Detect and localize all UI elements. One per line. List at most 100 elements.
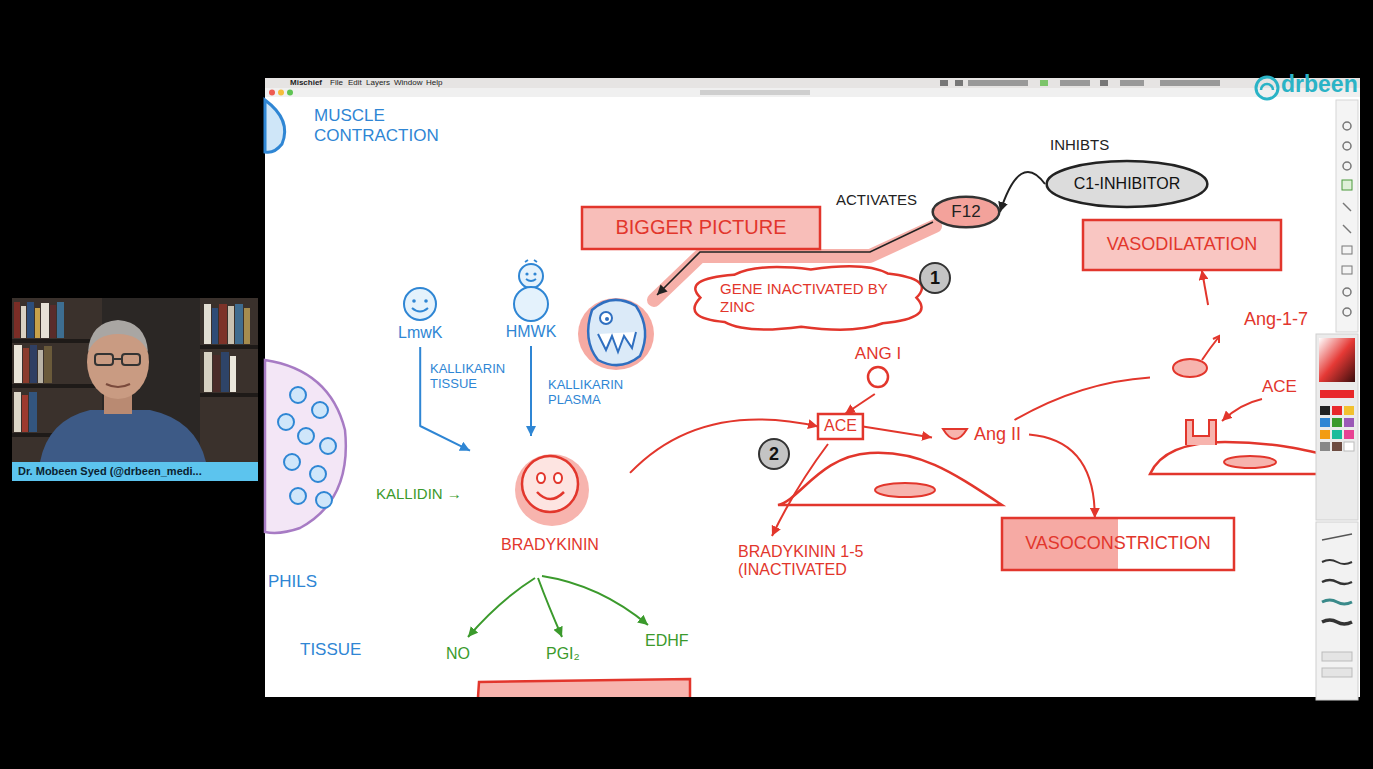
whiteboard-canvas: [265, 78, 1360, 697]
presenter-name-bar: Dr. Mobeen Syed (@drbeen_medi...: [12, 462, 258, 481]
callout-number: 1: [919, 262, 951, 294]
creature-teeth: [598, 332, 636, 352]
webcam-frame: [12, 298, 258, 462]
outline-part: [1002, 518, 1234, 570]
factor-oval: F12: [932, 196, 1000, 228]
color-swatch: [1344, 430, 1354, 439]
tool-icon: [1342, 246, 1352, 254]
color-swatch: [1332, 418, 1342, 427]
menu-bar: [265, 78, 1360, 88]
granule: [320, 438, 336, 454]
outline-part: [1002, 518, 1234, 570]
edge-label: KALLIKARIN PLASMA: [548, 378, 632, 408]
peptide-figure: Ang II: [932, 420, 1029, 449]
drbeen-logo-mark: [1256, 77, 1278, 99]
creature-eye: [600, 312, 612, 324]
tool-icon: [1343, 122, 1351, 130]
tool-icon: [1342, 266, 1352, 274]
bookshelf: [200, 298, 258, 462]
whiteboard-drawings: [265, 100, 1340, 697]
book: [29, 392, 37, 432]
arrow-label: ACTIVATES: [836, 191, 917, 208]
logo-ring: [1256, 77, 1278, 99]
outline-part: [818, 414, 863, 439]
enzyme-label: ACE: [1262, 377, 1297, 397]
creature-pupil: [605, 317, 609, 321]
webcam-feed: [12, 298, 258, 462]
tool-icon: [1343, 308, 1351, 316]
bradykinin-face-part: [537, 473, 545, 483]
bradykinin-face-part: [537, 492, 564, 499]
granule: [290, 387, 306, 403]
node-text: C1-INHIBITOR: [1074, 175, 1180, 194]
cell-nucleus: [875, 483, 935, 497]
kininogen-figure-part: [526, 279, 536, 281]
peptide-figure: ANG I: [846, 340, 910, 394]
connector-arrow: [630, 419, 818, 473]
book: [44, 346, 52, 383]
cut-off-label: PHILS: [268, 572, 317, 592]
kallikrein-creature: [578, 298, 654, 370]
product-arrow: [468, 578, 535, 637]
creature-body: [588, 300, 645, 365]
shelf-board: [12, 384, 102, 388]
node-text: LmwK: [398, 324, 442, 343]
product-arrow: [538, 578, 562, 637]
granule: [316, 492, 332, 508]
connector-arrow: [530, 346, 532, 436]
glasses-bridge: [113, 358, 122, 360]
glasses: [95, 354, 113, 365]
book: [244, 308, 250, 344]
menu-item: Edit: [348, 78, 362, 87]
kininogen-figure-part: [519, 264, 543, 288]
kininogen-face-part: [404, 288, 436, 320]
granule: [310, 466, 326, 482]
tool-icon: [1343, 142, 1351, 150]
granule: [278, 414, 294, 430]
glasses: [122, 354, 140, 365]
color-swatch: [1320, 418, 1330, 427]
partial-box: [478, 679, 690, 697]
color-swatch: [1320, 430, 1330, 439]
endothelial-cell: [778, 453, 1002, 505]
whiteboard-window: [265, 78, 1360, 697]
book: [35, 308, 40, 338]
brand-logo: drbeen: [1281, 71, 1358, 97]
peptide-cup-part: [943, 429, 967, 439]
menu-item: Layers: [366, 78, 390, 87]
connector-arrow: [863, 426, 932, 437]
leader-arrow: [1222, 399, 1262, 421]
book: [228, 306, 234, 344]
shelf-board: [200, 345, 258, 349]
status-icon: [1060, 80, 1090, 86]
book: [204, 304, 211, 344]
callout-number: 2: [758, 438, 790, 470]
status-icon: [955, 80, 963, 86]
brush-panel: [1316, 522, 1358, 700]
inhibitor-oval: C1-INHIBITOR: [1045, 160, 1209, 208]
book: [23, 348, 29, 383]
book: [14, 392, 21, 432]
panel-button: [1322, 668, 1352, 677]
note-cloud: GENE INACTIVATED BY ZINC: [686, 264, 926, 331]
outline-part: [694, 266, 921, 330]
book: [204, 352, 212, 392]
granulocyte-cell: [265, 360, 346, 533]
tool-icon: [1343, 162, 1351, 170]
presenter-mouth: [106, 384, 130, 387]
effect-box: VASODILATATION: [1083, 220, 1281, 270]
endothelial-cell: [1150, 442, 1340, 474]
status-icon: [940, 80, 948, 86]
status-icon: [1120, 80, 1144, 86]
connector-arrow: [1029, 435, 1095, 518]
tool-icon: [1343, 225, 1351, 233]
color-swatch: [1332, 430, 1342, 439]
peptide-oval-part: [1173, 359, 1207, 377]
product-arrow: [542, 576, 648, 625]
app-toolbar: [1316, 100, 1358, 700]
granule: [290, 488, 306, 504]
node-text: VASOCONSTRICTION: [1025, 533, 1211, 554]
book: [38, 350, 43, 383]
